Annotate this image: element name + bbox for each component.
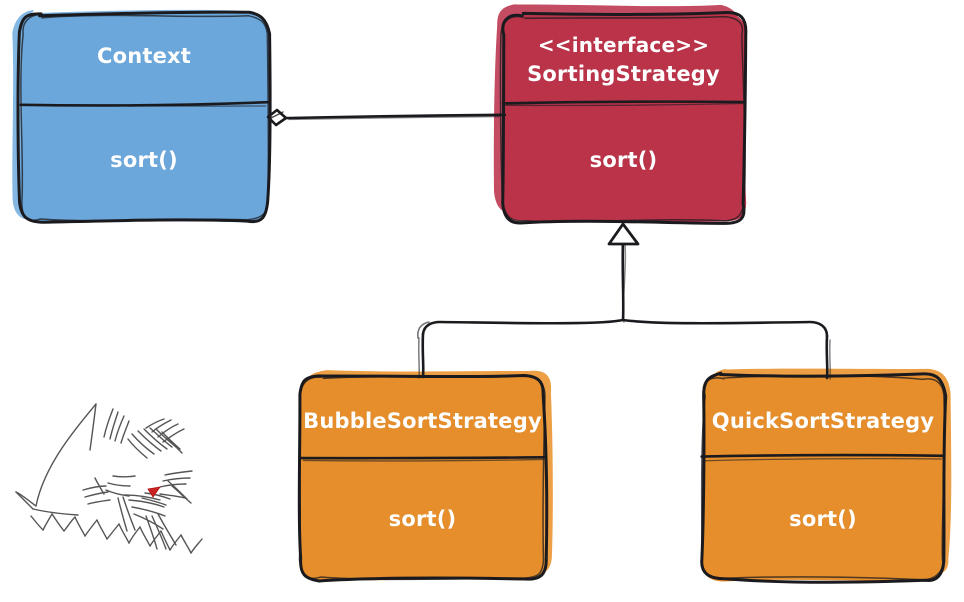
bubble-sort-strategy-class-box[interactable] <box>300 375 545 580</box>
cat-nose <box>147 486 161 498</box>
sorting-strategy-interface-box[interactable] <box>502 14 745 222</box>
quick-sort-strategy-class-box[interactable] <box>702 375 944 580</box>
context-class-box[interactable] <box>20 14 268 222</box>
